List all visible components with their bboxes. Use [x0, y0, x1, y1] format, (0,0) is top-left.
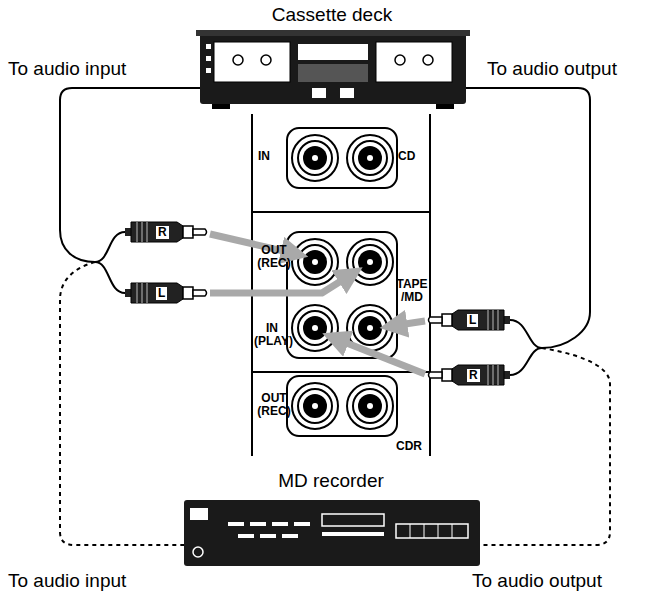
device-node: Cassette deck: [198, 4, 466, 108]
jack-label: IN: [258, 150, 270, 163]
cable-note: To audio input: [8, 570, 126, 592]
plug-channel: L: [155, 286, 168, 301]
jack-label: OUT (REC): [256, 392, 292, 417]
plug-channel: R: [155, 225, 170, 240]
jack-label: TAPE /MD: [396, 278, 428, 303]
cable-note: To audio input: [8, 58, 126, 80]
cassette-deck-drawing: [196, 30, 470, 109]
cable-note: To audio output: [487, 58, 617, 80]
jack-label: IN (PLAY): [254, 322, 290, 347]
rca-plugs: [125, 222, 510, 385]
device-title: Cassette deck: [198, 4, 466, 26]
insertion-arrows: [210, 234, 425, 374]
device-node: MD recorder: [182, 470, 480, 568]
plug-channel: R: [466, 368, 481, 383]
jack-label: CDR: [396, 440, 422, 453]
md-recorder-drawing: [184, 500, 480, 566]
jack-label: OUT (REC): [256, 244, 292, 269]
plug-channel: L: [466, 313, 479, 328]
cable-note: To audio output: [472, 570, 602, 592]
cables: [60, 88, 610, 545]
device-title: MD recorder: [182, 470, 480, 492]
jack-label: CD: [398, 150, 415, 163]
